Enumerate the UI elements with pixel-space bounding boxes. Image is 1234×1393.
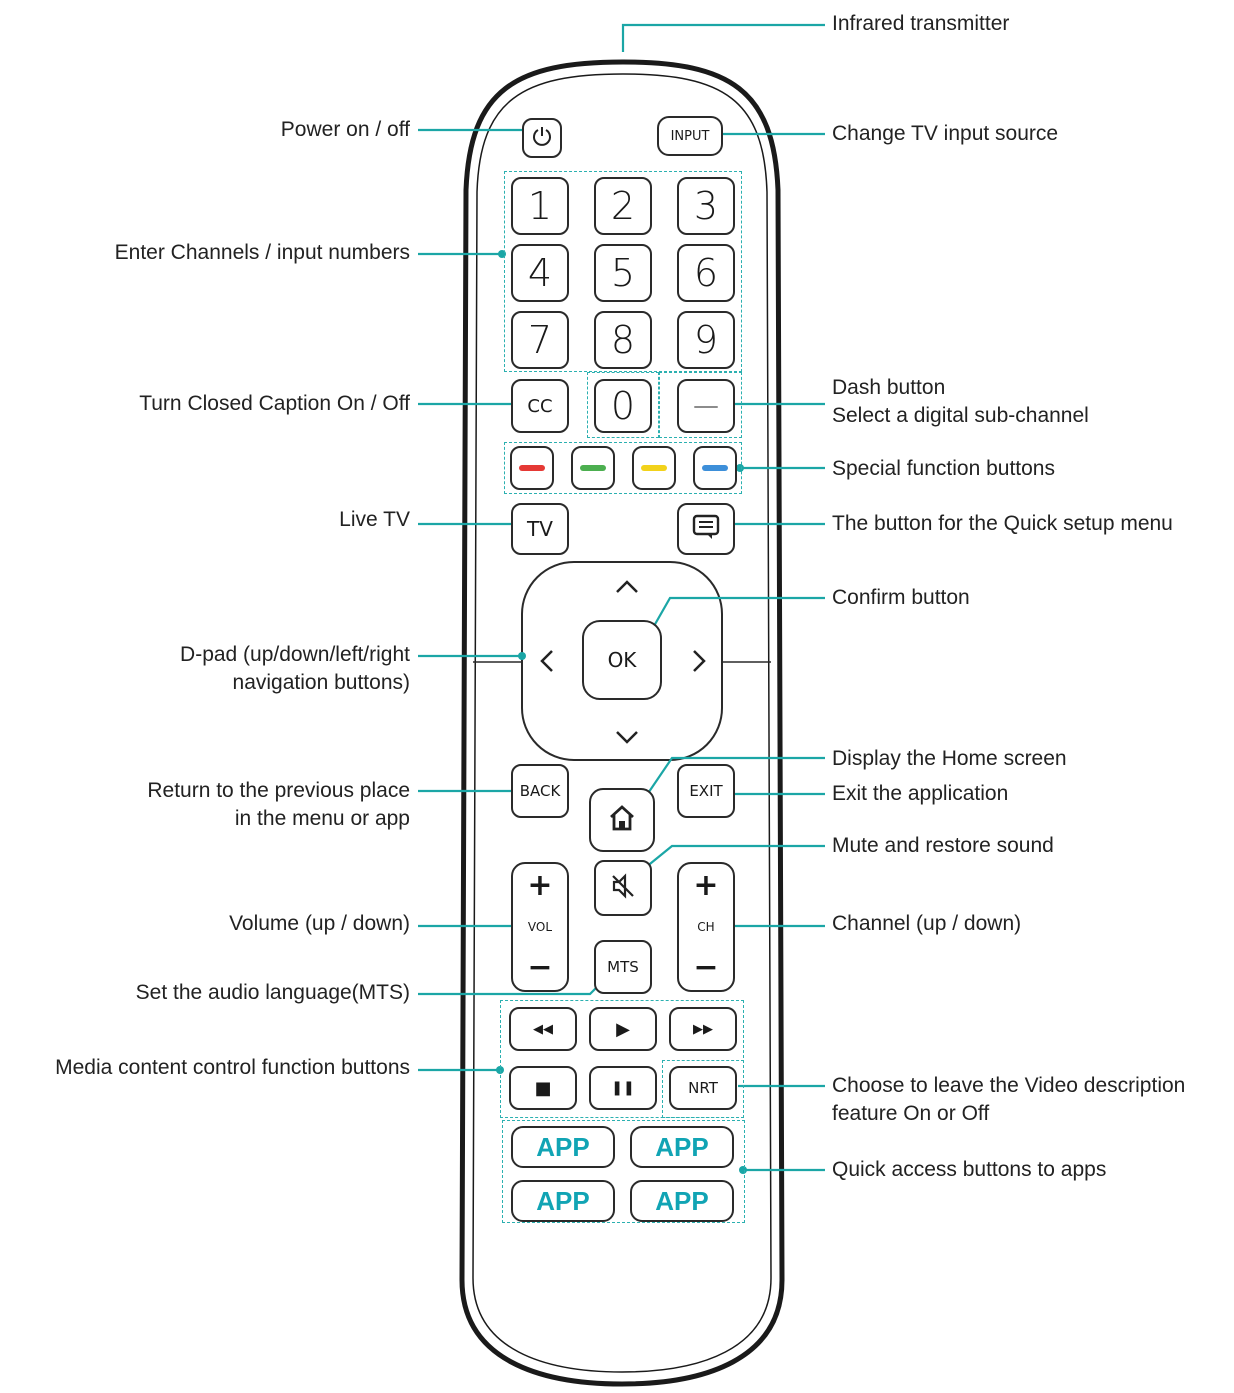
channel-up-button[interactable]: + [693,868,719,903]
media-group-box [500,1000,744,1118]
connector-mute [639,844,825,873]
stop-button[interactable]: ■ [509,1066,577,1110]
mute-button[interactable] [594,860,652,916]
app-button-4[interactable]: APP [630,1180,734,1222]
label-dash-line1: Dash button [832,376,946,399]
number-button-8[interactable]: 8 [594,311,652,369]
connector-infrared [621,23,825,52]
power-icon [531,125,553,151]
label-infrared: Infrared transmitter [832,12,1010,35]
app-button-3[interactable]: APP [511,1180,615,1222]
label-back: Return to the previous place in the menu… [147,777,410,833]
number-button-2[interactable]: 2 [594,177,652,235]
dpad-right-arrow [693,650,706,672]
red-color-bar [519,465,545,471]
cc-button[interactable]: CC [511,379,569,433]
number-button-1[interactable]: 1 [511,177,569,235]
power-button[interactable] [522,118,562,158]
dash-group-box [659,372,742,438]
label-confirm: Confirm button [832,586,970,609]
label-dash-line2: Select a digital sub-channel [832,404,1089,427]
green-button[interactable] [571,446,615,490]
label-live-tv: Live TV [339,508,410,531]
dpad-down-arrow [616,731,638,744]
green-color-bar [580,465,606,471]
mute-icon [609,872,637,904]
label-nrt: Choose to leave the Video description fe… [832,1072,1185,1128]
volume-down-button[interactable]: − [527,950,553,985]
label-home-screen: Display the Home screen [832,747,1067,770]
zero-group-box [587,372,659,438]
app-button-2[interactable]: APP [630,1126,734,1168]
label-mute: Mute and restore sound [832,834,1054,857]
label-volume: Volume (up / down) [229,912,410,935]
ch-label: CH [697,920,715,934]
home-button[interactable] [589,788,655,852]
quick-setup-button[interactable] [677,503,735,555]
number-button-4[interactable]: 4 [511,244,569,302]
connector-dot-apps [739,1166,747,1174]
fast-forward-button[interactable]: ▶▶ [669,1007,737,1051]
pause-button[interactable]: ❚❚ [589,1066,657,1110]
blue-color-bar [702,465,728,471]
label-power: Power on / off [280,118,410,141]
home-icon [607,804,637,836]
dpad-left-arrow [540,650,553,672]
red-button[interactable] [510,446,554,490]
label-dpad-line2: navigation buttons) [232,671,410,694]
connector-dot-dpad [518,652,526,660]
app-group-box [502,1120,745,1223]
menu-icon [692,514,720,544]
label-quick-apps: Quick access buttons to apps [832,1158,1107,1181]
label-special-function: Special function buttons [832,457,1055,480]
yellow-button[interactable] [632,446,676,490]
label-back-line1: Return to the previous place [147,779,410,802]
number-button-9[interactable]: 9 [677,311,735,369]
vol-label: VOL [527,920,553,934]
label-quick-setup: The button for the Quick setup menu [832,512,1173,535]
number-button-7[interactable]: 7 [511,311,569,369]
remote-body-inner [472,73,772,1373]
number-group-box [504,171,742,372]
label-nrt-line2: feature On or Off [832,1102,990,1125]
label-dash: Dash button Select a digital sub-channel [832,374,1089,430]
label-input-source: Change TV input source [832,122,1059,145]
ok-button[interactable]: OK [582,620,662,700]
yellow-color-bar [641,465,667,471]
label-channel: Channel (up / down) [832,912,1022,935]
number-button-6[interactable]: 6 [677,244,735,302]
app-button-1[interactable]: APP [511,1126,615,1168]
rewind-button[interactable]: ◀◀ [509,1007,577,1051]
channel-down-button[interactable]: − [693,950,719,985]
number-button-3[interactable]: 3 [677,177,735,235]
input-button[interactable]: INPUT [657,116,723,156]
nrt-group-box [662,1060,744,1118]
number-button-0[interactable]: 0 [594,379,652,433]
label-dpad: D-pad (up/down/left/right navigation but… [180,641,410,697]
dpad-up-arrow [616,580,638,593]
label-audio-language: Set the audio language(MTS) [135,981,410,1004]
color-group-box [504,442,742,494]
channel-rocker[interactable]: + CH − [677,862,735,992]
label-closed-caption: Turn Closed Caption On / Off [139,392,410,415]
mts-button[interactable]: MTS [594,940,652,994]
volume-rocker[interactable]: + VOL − [511,862,569,992]
exit-button[interactable]: EXIT [677,764,735,818]
label-back-line2: in the menu or app [234,807,410,830]
volume-up-button[interactable]: + [527,868,553,903]
label-dpad-line1: D-pad (up/down/left/right [180,643,410,666]
label-enter-channels: Enter Channels / input numbers [114,241,410,264]
connector-dot-special [736,464,744,472]
play-button[interactable]: ▶ [589,1007,657,1051]
number-button-5[interactable]: 5 [594,244,652,302]
tv-button[interactable]: TV [511,503,569,555]
label-media-control: Media content control function buttons [55,1056,410,1079]
nrt-button[interactable]: NRT [669,1066,737,1110]
back-button[interactable]: BACK [511,764,569,818]
label-nrt-line1: Choose to leave the Video description [832,1074,1186,1097]
dash-button[interactable]: — [677,379,735,433]
blue-button[interactable] [693,446,737,490]
label-exit-app: Exit the application [832,782,1009,805]
